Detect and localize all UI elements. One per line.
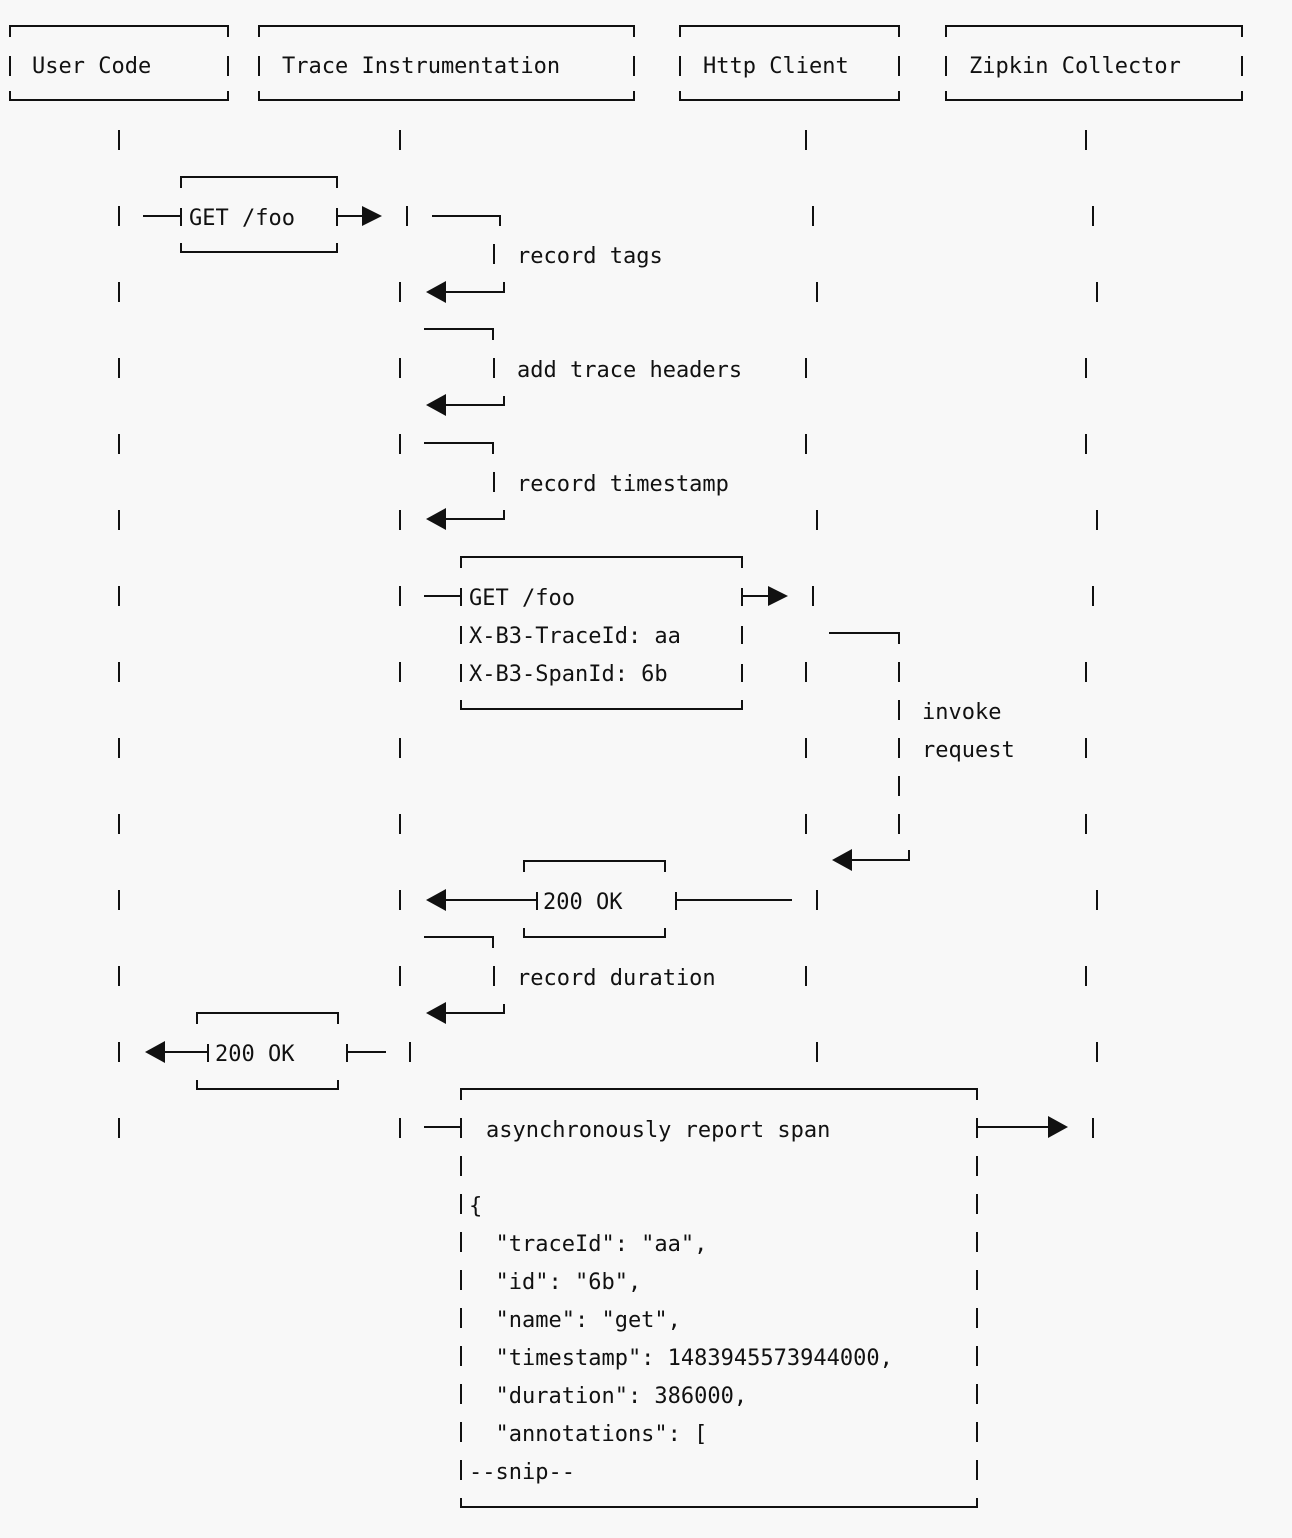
self-call-record-tags-label: record tags [517, 244, 663, 269]
span-json-line: "name": "get", [469, 1308, 681, 1333]
self-call-record-duration: record duration [424, 936, 716, 1024]
participant-trace-instrumentation: Trace Instrumentation [258, 25, 635, 101]
participant-zipkin-collector-label: Zipkin Collector [969, 54, 1181, 79]
participant-user-code: User Code [9, 25, 229, 101]
arrow-left-icon [426, 889, 446, 911]
span-json-line: "timestamp": 1483945573944000, [469, 1346, 893, 1371]
lifeline-zipkin-collector [1085, 130, 1098, 1138]
lifeline-http-client [805, 130, 818, 1062]
participant-trace-instrumentation-label: Trace Instrumentation [282, 54, 560, 79]
message-get-foo-with-headers: GET /foo X-B3-TraceId: aa X-B3-SpanId: 6… [424, 556, 788, 710]
arrow-left-icon [832, 849, 852, 871]
arrow-right-icon [1048, 1116, 1068, 1138]
span-json-line: "traceId": "aa", [469, 1232, 707, 1257]
span-json-block: { "traceId": "aa", "id": "6b", "name": "… [469, 1194, 893, 1485]
self-call-add-trace-headers: add trace headers [424, 328, 742, 416]
self-call-record-tags: record tags [426, 215, 663, 303]
message-200-ok-http: 200 OK [426, 860, 792, 938]
arrow-left-icon [426, 508, 446, 530]
message-report-span: asynchronously report span { "traceId": … [424, 1088, 1068, 1508]
self-call-request-label: request [922, 738, 1015, 763]
arrow-left-icon [426, 394, 446, 416]
span-json-line: "id": "6b", [469, 1270, 641, 1295]
participant-zipkin-collector: Zipkin Collector [945, 25, 1243, 101]
arrow-right-icon [768, 586, 788, 606]
arrow-left-icon [426, 281, 446, 303]
lifeline-trace-instrumentation [399, 130, 411, 1138]
self-call-add-trace-headers-label: add trace headers [517, 358, 742, 383]
message-200-ok-user: 200 OK [145, 1012, 386, 1090]
span-json-line: { [469, 1194, 482, 1219]
span-json-line: "duration": 386000, [469, 1384, 747, 1409]
message-200-ok-user-label: 200 OK [215, 1042, 295, 1067]
message-get-foo-request: GET /foo [143, 176, 382, 253]
arrow-left-icon [145, 1041, 165, 1063]
self-call-invoke-request: invoke request [829, 632, 1015, 871]
participant-user-code-label: User Code [32, 54, 151, 79]
arrow-right-icon [362, 206, 382, 226]
span-json-line: "annotations": [ [469, 1422, 707, 1447]
trace-id-header: X-B3-TraceId: aa [469, 624, 681, 649]
participant-http-client: Http Client [679, 25, 900, 101]
message-report-span-label: asynchronously report span [486, 1118, 830, 1143]
arrow-left-icon [426, 1002, 446, 1024]
message-get-foo-headers-label: GET /foo [469, 586, 575, 611]
self-call-invoke-label: invoke [922, 700, 1001, 725]
self-call-record-timestamp: record timestamp [424, 442, 729, 530]
participant-http-client-label: Http Client [703, 54, 849, 79]
message-get-foo-label: GET /foo [189, 206, 295, 231]
message-200-ok-http-label: 200 OK [543, 890, 623, 915]
span-id-header: X-B3-SpanId: 6b [469, 662, 668, 687]
self-call-record-duration-label: record duration [517, 966, 716, 991]
span-json-line: --snip-- [469, 1460, 575, 1485]
self-call-record-timestamp-label: record timestamp [517, 472, 729, 497]
